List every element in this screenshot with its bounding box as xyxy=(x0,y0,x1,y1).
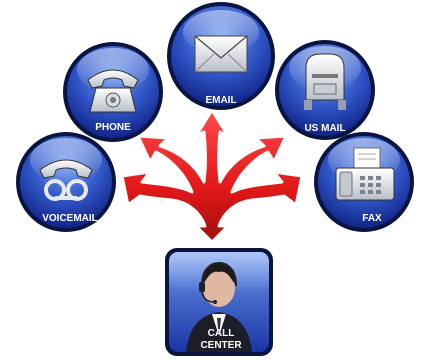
fax-channel: FAX xyxy=(314,132,414,232)
telephone-icon xyxy=(87,69,139,113)
phone-label: PHONE xyxy=(95,122,131,133)
voicemail-label: VOICEMAIL xyxy=(42,213,98,224)
mailbox-icon xyxy=(304,53,346,110)
voicemail-channel: VOICEMAIL xyxy=(16,132,116,232)
fax-label: FAX xyxy=(362,213,382,224)
hub-label-line1: CALL xyxy=(208,328,235,339)
hub-label-line2: CENTER xyxy=(200,340,242,351)
email-label: EMAIL xyxy=(205,95,236,106)
phone-channel: PHONE xyxy=(63,42,163,142)
email-channel: EMAIL xyxy=(167,2,275,110)
converging-red-arrow xyxy=(120,108,304,244)
envelope-icon xyxy=(194,35,248,73)
call-center-agent-icon xyxy=(186,262,252,352)
fax-machine-icon xyxy=(335,147,395,201)
voicemail-icon xyxy=(39,159,93,201)
call-center-hub: CALL CENTER xyxy=(165,248,273,356)
us-mail-channel: US MAIL xyxy=(275,40,375,140)
us-mail-label: US MAIL xyxy=(304,123,345,134)
